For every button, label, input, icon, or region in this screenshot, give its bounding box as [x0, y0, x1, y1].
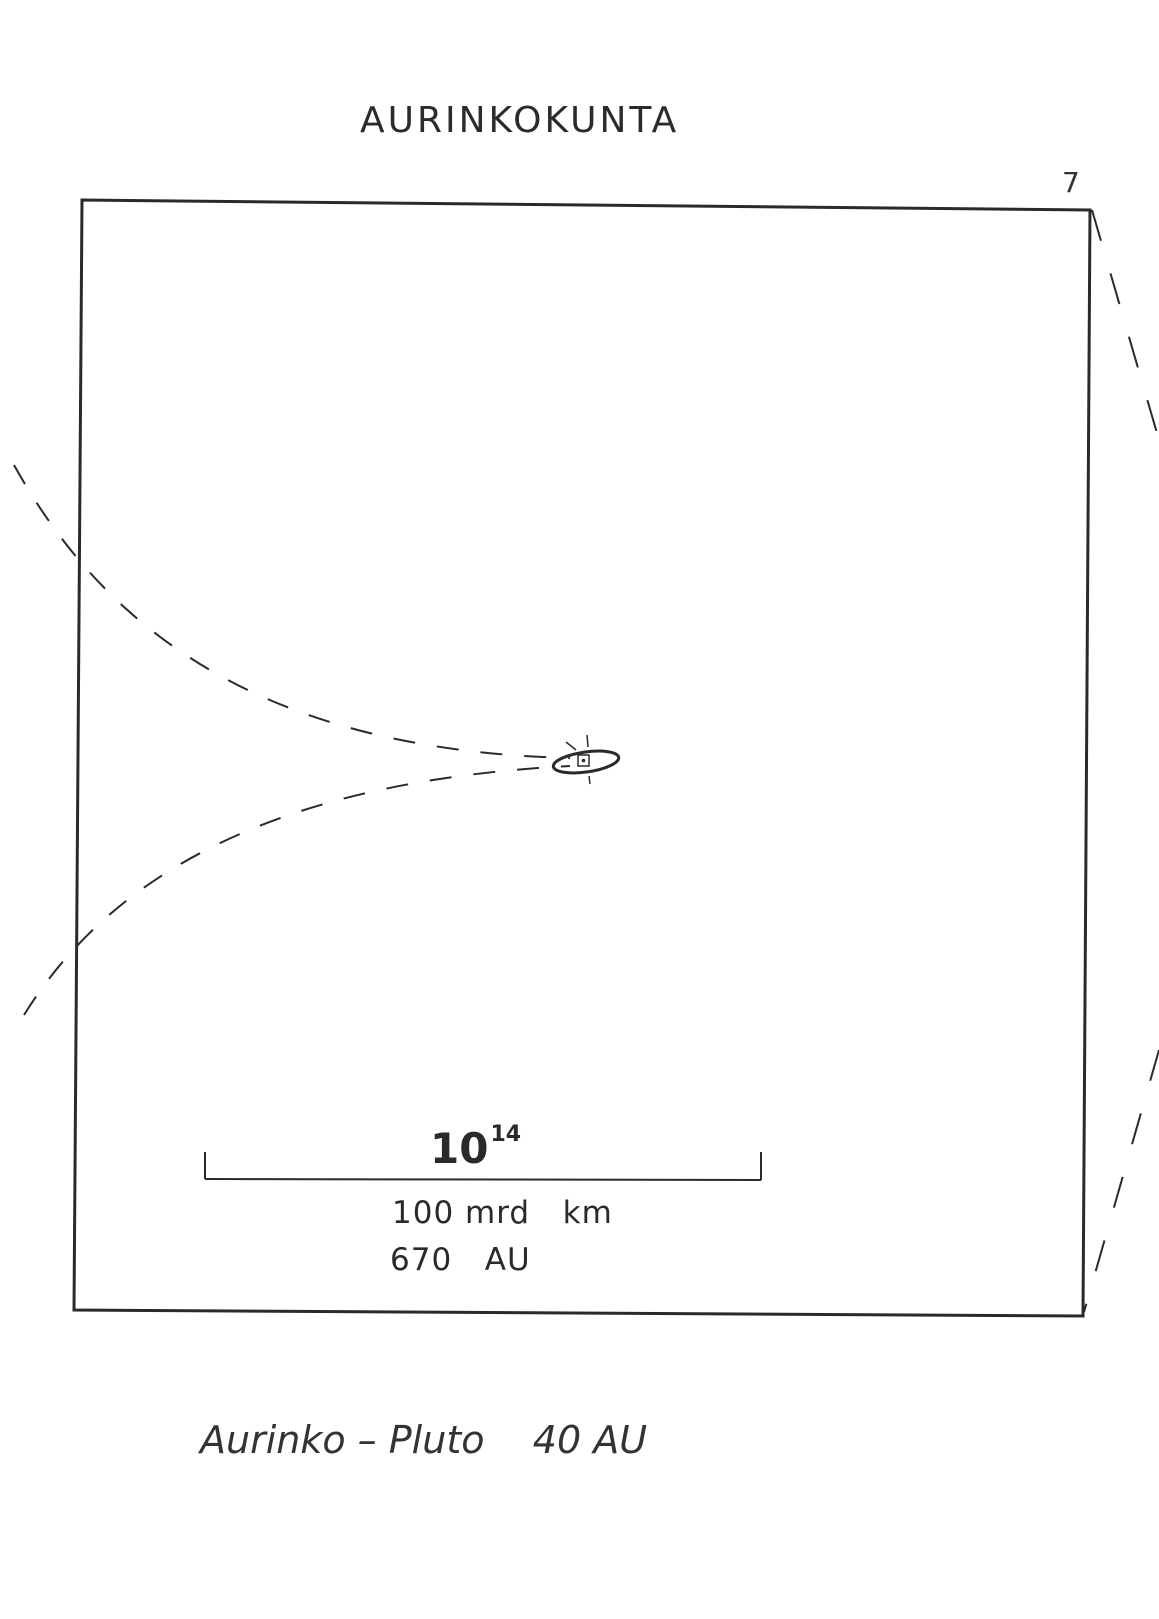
perspective-line-bottom-right [1083, 1049, 1159, 1313]
scale-distance-au: 670 AU [390, 1242, 531, 1278]
scale-bar [204, 1152, 762, 1181]
perspective-line-top-right [1091, 209, 1159, 441]
scale-power-label: 1014 [430, 1122, 521, 1173]
caption-sun-pluto: Aurinko – Pluto 40 AU [200, 1418, 648, 1462]
zoom-curve-lower [23, 765, 571, 1016]
scale-distance-km: 100 mrd km [392, 1195, 613, 1231]
scale-exponent: 14 [490, 1122, 522, 1147]
page-number: 7 [1062, 166, 1080, 199]
sun-with-orbit-icon [551, 734, 621, 785]
page-title: AURINKOKUNTA [360, 100, 680, 141]
scale-base: 10 [430, 1124, 489, 1173]
frame-border [72, 198, 1092, 1318]
zoom-curve-upper [13, 464, 571, 759]
